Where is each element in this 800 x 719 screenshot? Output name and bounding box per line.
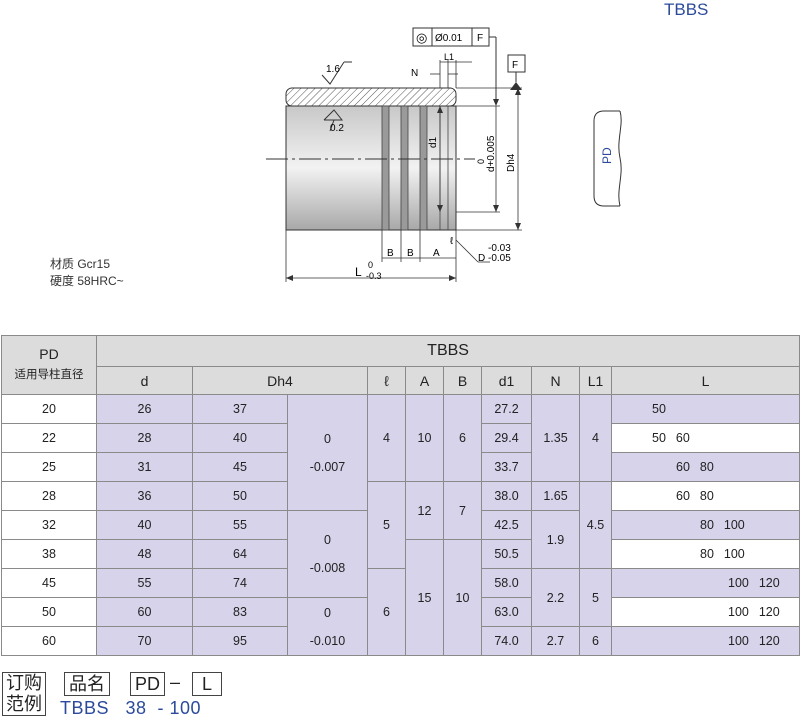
pd-header: PD 适用导柱直径 [1,335,97,395]
svg-text:PD: PD [600,147,614,164]
order-label: 订购 范例 [2,672,46,716]
order-pd-box: PD [130,672,166,696]
svg-text:Ø0.01: Ø0.01 [435,33,463,44]
table-row: 20 26 37 0-0.007 4 10 6 27.2 1.35 4 50 [1,394,800,511]
svg-text:d+0.005: d+0.005 [486,135,497,172]
col-l1: L1 [579,366,612,395]
svg-text:0: 0 [368,260,373,270]
page-title: TBBS [664,0,709,19]
col-b: B [443,366,482,395]
svg-text:1.6: 1.6 [326,64,340,75]
svg-text:L: L [355,265,362,279]
svg-text:L1: L1 [444,52,454,62]
spec-table: PD 适用导柱直径 TBBS d Dh4 ℓ A B d1 N L1 L 20 … [1,335,800,656]
order-l-box: L [192,672,223,696]
bushing-section [285,87,457,107]
brand-header: TBBS [95,335,800,367]
svg-text:0: 0 [476,159,486,164]
svg-text:-0.03: -0.03 [488,243,511,254]
order-example: 订购 范例 品名 PD – L TBBS 38 - 100 [2,672,302,718]
hardness-line: 硬度 58HRC~ [50,274,124,288]
svg-text:ℓ: ℓ [450,236,454,247]
col-a: A [405,366,444,395]
tol-cell: 0-0.008 [287,510,368,598]
length-cell: 50 [610,394,800,424]
svg-text:0.2: 0.2 [330,123,344,134]
svg-text:B: B [387,248,394,259]
bushing-body [266,105,475,231]
dim-diameters: d1 0 d+0.005 Dh4 [428,87,522,231]
col-dh4: Dh4 [192,366,368,395]
order-example-text: TBBS 38 - 100 [60,698,202,718]
svg-text:F: F [477,33,483,44]
svg-text:d1: d1 [428,136,439,148]
datum-marker: F [507,54,526,90]
col-l: L [610,366,800,395]
svg-text:-0.3: -0.3 [366,271,382,281]
tol-cell: 0-0.007 [287,394,368,511]
concentricity-icon: ◎ [416,30,427,45]
order-name-box: 品名 [64,672,110,696]
col-ell: ℓ [367,366,406,395]
svg-text:D -0.05: D -0.05 [478,253,511,264]
svg-text:N: N [411,68,418,79]
tol-cell: 0-0.010 [287,597,368,656]
dim-length: B B A 0 L -0.3 ℓ -0.03 D -0.05 [285,230,511,282]
roughness-symbols: 1.6 0.2 [321,61,352,134]
svg-text:B: B [407,248,414,259]
svg-text:Dh4: Dh4 [506,153,517,172]
svg-text:A: A [433,248,440,259]
material-note: 材质 Gcr15 硬度 58HRC~ [50,256,124,290]
svg-text:F: F [512,60,518,71]
col-n: N [531,366,580,395]
dim-N-L1: N L1 [411,52,472,88]
tolerance-frame: ◎ Ø0.01 F [412,27,499,106]
order-dash: – [170,672,181,692]
col-d1: d1 [481,366,532,395]
technical-drawing: ◎ Ø0.01 F F 1.6 0.2 N L1 [266,27,622,282]
side-profile: PD [593,110,622,207]
col-d: d [96,366,193,395]
material-line: 材质 Gcr15 [50,257,111,271]
